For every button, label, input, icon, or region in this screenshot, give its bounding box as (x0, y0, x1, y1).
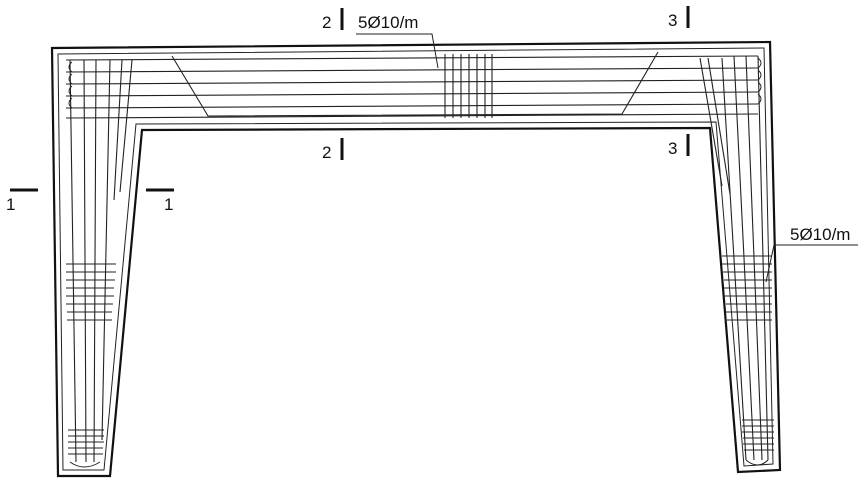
section-3-top-label: 3 (668, 11, 677, 30)
right-column-base-stirrups (742, 419, 774, 451)
right-callout-leader (765, 244, 858, 283)
section-2-bottom-label: 2 (322, 143, 331, 162)
right-callout-label: 5Ø10/m (790, 225, 850, 244)
section-1-left-label: 1 (6, 195, 15, 214)
frame-outer-outline (50, 40, 782, 478)
left-column-bars (69, 59, 133, 463)
beam-longitudinal-bars (65, 55, 759, 119)
section-2-top-label: 2 (322, 13, 331, 32)
top-callout-label: 5Ø10/m (358, 13, 418, 32)
right-column-base-hook (745, 459, 769, 466)
beam-bent-up-bar (171, 51, 659, 117)
left-column-base-hook (69, 461, 101, 468)
beam-right-end-hooks (757, 57, 762, 105)
left-column-base-stirrups (68, 429, 104, 455)
left-column-mid-stirrups (66, 263, 116, 321)
beam-left-end-hooks (68, 61, 73, 109)
beam-midspan-stirrups (444, 54, 493, 118)
section-3-bottom-label: 3 (668, 139, 677, 158)
right-column-bars (699, 55, 769, 461)
section-1-right-label: 1 (164, 195, 173, 214)
frame-inner-outline (57, 47, 774, 471)
top-callout-leader (356, 33, 439, 69)
right-column-mid-stirrups (722, 255, 772, 321)
